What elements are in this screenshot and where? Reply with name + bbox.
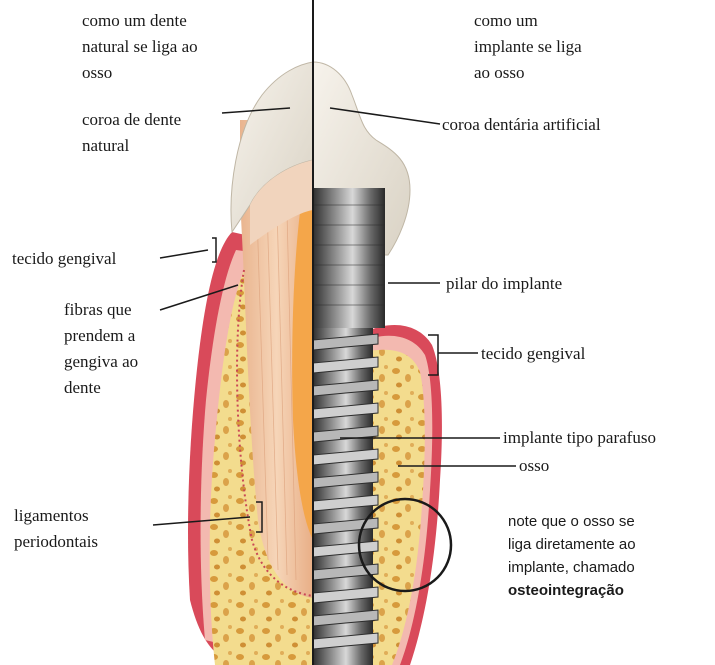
note-line-1: note que o osso se — [508, 513, 635, 530]
label-fibers-line-1: fibras que — [64, 300, 132, 319]
heading-natural-line-1: como um dente — [82, 11, 187, 30]
label-gum-right: tecido gengival — [481, 344, 586, 363]
label-ligaments-line-2: periodontais — [14, 532, 98, 551]
implant-illustration — [313, 62, 442, 665]
label-artificial-crown: coroa dentária artificial — [442, 115, 601, 134]
label-natural-crown-line-1: coroa de dente — [82, 110, 181, 129]
note-term: osteointegração — [508, 582, 624, 599]
label-natural-crown-line-2: natural — [82, 136, 129, 155]
label-fibers-line-3: gengiva ao — [64, 352, 138, 371]
heading-implant-line-1: como um — [474, 11, 538, 30]
label-abutment: pilar do implante — [446, 274, 562, 293]
implant-abutment — [313, 188, 385, 328]
natural-tooth-illustration — [188, 62, 313, 665]
label-fibers-line-4: dente — [64, 378, 101, 397]
label-ligaments-line-1: ligamentos — [14, 506, 89, 525]
note-line-2: liga diretamente ao — [508, 536, 636, 553]
label-bone: osso — [519, 456, 549, 475]
heading-natural-line-3: osso — [82, 63, 112, 82]
heading-implant-line-2: implante se liga — [474, 37, 582, 56]
note-line-3: implante, chamado — [508, 559, 635, 576]
label-gum-left: tecido gengival — [12, 249, 117, 268]
label-screw-implant: implante tipo parafuso — [503, 428, 656, 447]
heading-implant-line-3: ao osso — [474, 63, 525, 82]
heading-natural-line-2: natural se liga ao — [82, 37, 198, 56]
label-fibers-line-2: prendem a — [64, 326, 136, 345]
